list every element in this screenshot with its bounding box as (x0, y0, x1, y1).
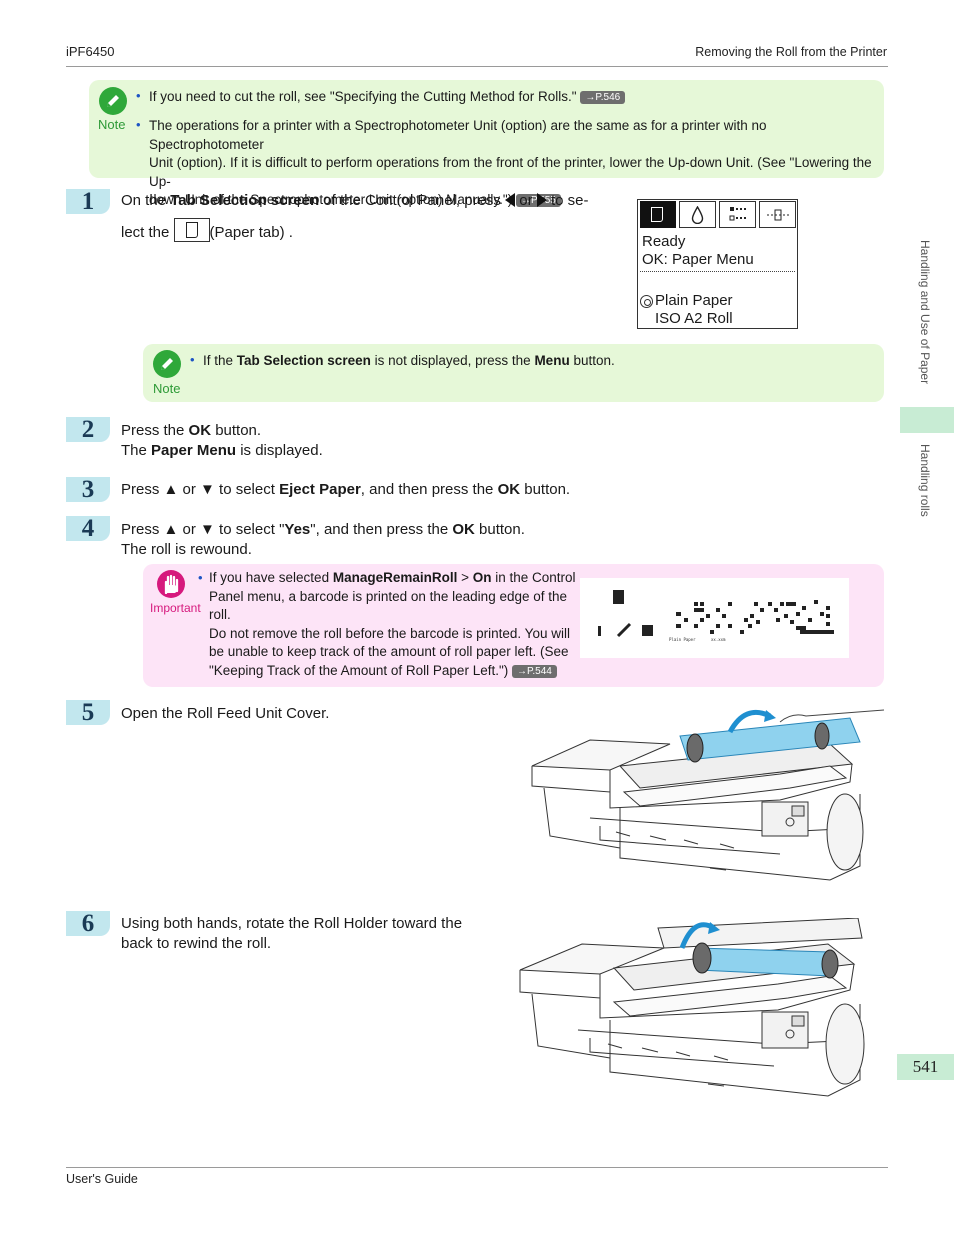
printer-illustration-rotate-holder (518, 917, 884, 1104)
note1-item1: If you need to cut the roll, see "Specif… (149, 88, 626, 107)
note1-item2-line2: Unit (option). If it is difficult to per… (149, 155, 872, 189)
header-model: iPF6450 (66, 44, 115, 59)
side-tab-marker (900, 407, 954, 433)
header-section-title: Removing the Roll from the Printer (695, 45, 887, 59)
step2-text: Press the OK button. The Paper Menu is d… (121, 422, 323, 459)
step4-text: Press ▲ or ▼ to select "Yes", and then p… (121, 521, 525, 558)
note-label: Note (153, 381, 181, 396)
barcode-caption-length: xx.xxm (711, 637, 726, 642)
arrow-left-icon (505, 193, 516, 207)
step5-text: Open the Roll Feed Unit Cover. (121, 705, 330, 722)
header-rule (66, 66, 888, 67)
step-number-3: 3 (66, 477, 110, 502)
bullet-icon: • (136, 88, 141, 103)
note1-item1-text: If you need to cut the roll, see "Specif… (149, 89, 577, 104)
note2-item: If the Tab Selection screen is not displ… (203, 353, 615, 368)
side-chapter-title: Handling and Use of Paper (918, 240, 932, 385)
panel-paper-type: Plain Paper (655, 292, 733, 309)
note1-item2: The operations for a printer with a Spec… (149, 117, 874, 210)
bullet-icon: • (190, 352, 195, 367)
ink-drop-icon (691, 206, 704, 224)
tab-ink[interactable] (679, 201, 716, 228)
bullet-icon: • (136, 117, 141, 132)
note-label: Note (98, 117, 126, 132)
page-ref-link[interactable]: →P.546 (580, 91, 626, 104)
barcode-caption-type: Plain Paper (669, 637, 696, 642)
step3-text: Press ▲ or ▼ to select Eject Paper, and … (121, 481, 571, 498)
paper-tab-icon (651, 207, 663, 222)
panel-status: Ready (642, 233, 686, 250)
panel-paper-size: ISO A2 Roll (655, 310, 733, 327)
important-label: Important (150, 601, 201, 615)
side-topic-title: Handling rolls (918, 444, 932, 517)
control-panel-screen: Ready OK: Paper Menu Plain Paper ISO A2 … (637, 199, 798, 329)
barcode-graphic: Plain Paper xx.xxm (598, 590, 834, 642)
footer-guide-title: User's Guide (66, 1172, 138, 1186)
panel-divider (640, 271, 795, 272)
step-number-1: 1 (66, 189, 110, 214)
bullet-icon: • (198, 570, 203, 585)
tab-job[interactable] (719, 201, 756, 228)
note1-item2-line1: The operations for a printer with a Spec… (149, 118, 767, 152)
important-text: If you have selected ManageRemainRoll > … (209, 570, 576, 678)
footer-rule (66, 1167, 888, 1168)
paper-tab-icon (173, 218, 210, 242)
step-number-4: 4 (66, 516, 110, 541)
page-number: 541 (897, 1054, 954, 1080)
page-ref-link[interactable]: →P.544 (512, 664, 557, 678)
step1-text-line2: lect the (Paper tab) . (121, 218, 293, 243)
step-number-2: 2 (66, 417, 110, 442)
step6-text: Using both hands, rotate the Roll Holder… (121, 915, 463, 952)
tab-paper[interactable] (640, 201, 676, 228)
panel-ok-hint: OK: Paper Menu (642, 251, 754, 268)
note-pencil-icon (153, 350, 181, 378)
roll-icon (640, 295, 653, 308)
settings-icon (767, 209, 789, 221)
note-pencil-icon (99, 87, 127, 115)
barcode-illustration: Plain Paper xx.xxm (580, 578, 849, 658)
arrow-right-icon (536, 193, 547, 207)
job-list-icon (729, 207, 746, 221)
printer-illustration-open-cover (530, 708, 886, 888)
step-number-5: 5 (66, 700, 110, 725)
step1-text-line1: On the Tab Selection screen of the Contr… (121, 192, 589, 209)
note-box-cutting (89, 80, 884, 178)
tab-settings[interactable] (759, 201, 796, 228)
step-number-6: 6 (66, 911, 110, 936)
note1-item2-line3: down Unit of the Spectrophotometer Unit … (149, 192, 513, 207)
note-box-tab-screen (143, 344, 884, 402)
important-hand-icon (157, 570, 185, 598)
